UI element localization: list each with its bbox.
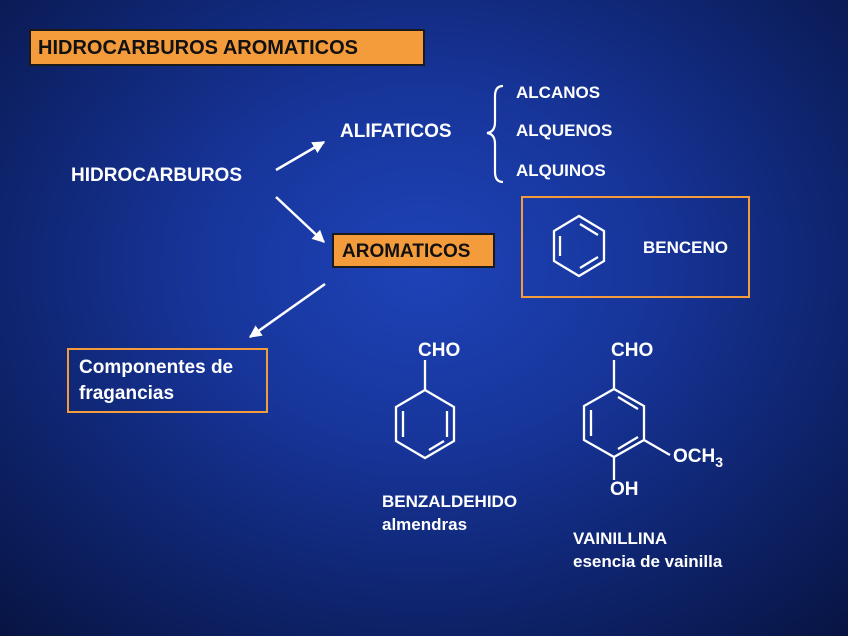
aromatic-label: AROMATICOS <box>342 241 471 262</box>
title-box: HIDROCARBUROS AROMATICOS <box>29 29 425 66</box>
fragrance-line-2: fragancias <box>79 383 175 404</box>
fragrance-line-1: Componentes de <box>79 357 234 378</box>
benzene-label: BENCENO <box>643 238 729 257</box>
aromatic-box: AROMATICOS <box>332 233 495 268</box>
page-title: HIDROCARBUROS AROMATICOS <box>38 37 358 59</box>
vanillin-och3: OCH3 <box>673 446 724 470</box>
vanillin-name: VAINILLINA <box>573 529 668 548</box>
aliphatic-label: ALIFATICOS <box>340 121 452 142</box>
vanillin-source: esencia de vainilla <box>573 552 723 571</box>
root-label: HIDROCARBUROS <box>71 165 242 186</box>
benzene-ring <box>552 214 606 278</box>
vanillin-cho: CHO <box>611 340 654 361</box>
arrow-to-aliphatic <box>275 140 326 172</box>
vanillin-structure <box>582 360 671 480</box>
benzaldehyde-cho: CHO <box>418 340 461 361</box>
benzaldehyde-name: BENZALDEHIDO <box>382 492 518 511</box>
arrow-to-fragrance <box>248 282 326 339</box>
fragrance-box: Componentes de fragancias <box>67 348 268 413</box>
arrow-to-aromatic <box>275 196 325 243</box>
alkenes-label: ALQUENOS <box>516 121 613 140</box>
benzaldehyde-source: almendras <box>382 515 468 534</box>
brace <box>486 84 504 184</box>
benzaldehyde-structure <box>394 360 456 460</box>
alkanes-label: ALCANOS <box>516 83 601 102</box>
benzene-box <box>521 196 750 298</box>
alkynes-label: ALQUINOS <box>516 161 606 180</box>
vanillin-oh: OH <box>610 479 639 500</box>
